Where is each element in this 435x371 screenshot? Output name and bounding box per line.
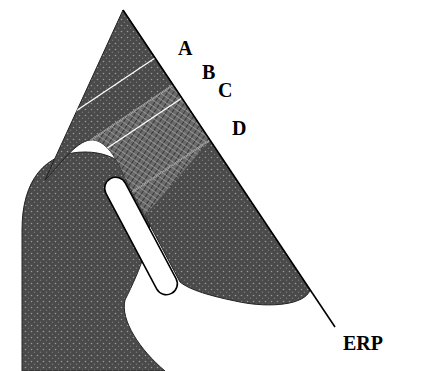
reference-plane-line bbox=[123, 10, 335, 327]
section-label: C bbox=[218, 80, 232, 100]
division-line bbox=[73, 85, 173, 152]
articular-disc bbox=[101, 173, 181, 298]
plane-label: ERP bbox=[343, 333, 383, 353]
section-label: D bbox=[232, 118, 246, 138]
division-line bbox=[82, 98, 182, 165]
division-line bbox=[55, 58, 155, 125]
division-line bbox=[73, 85, 173, 152]
section-label: A bbox=[178, 38, 192, 58]
section-label: B bbox=[202, 62, 215, 82]
articular-eminence bbox=[45, 10, 310, 305]
